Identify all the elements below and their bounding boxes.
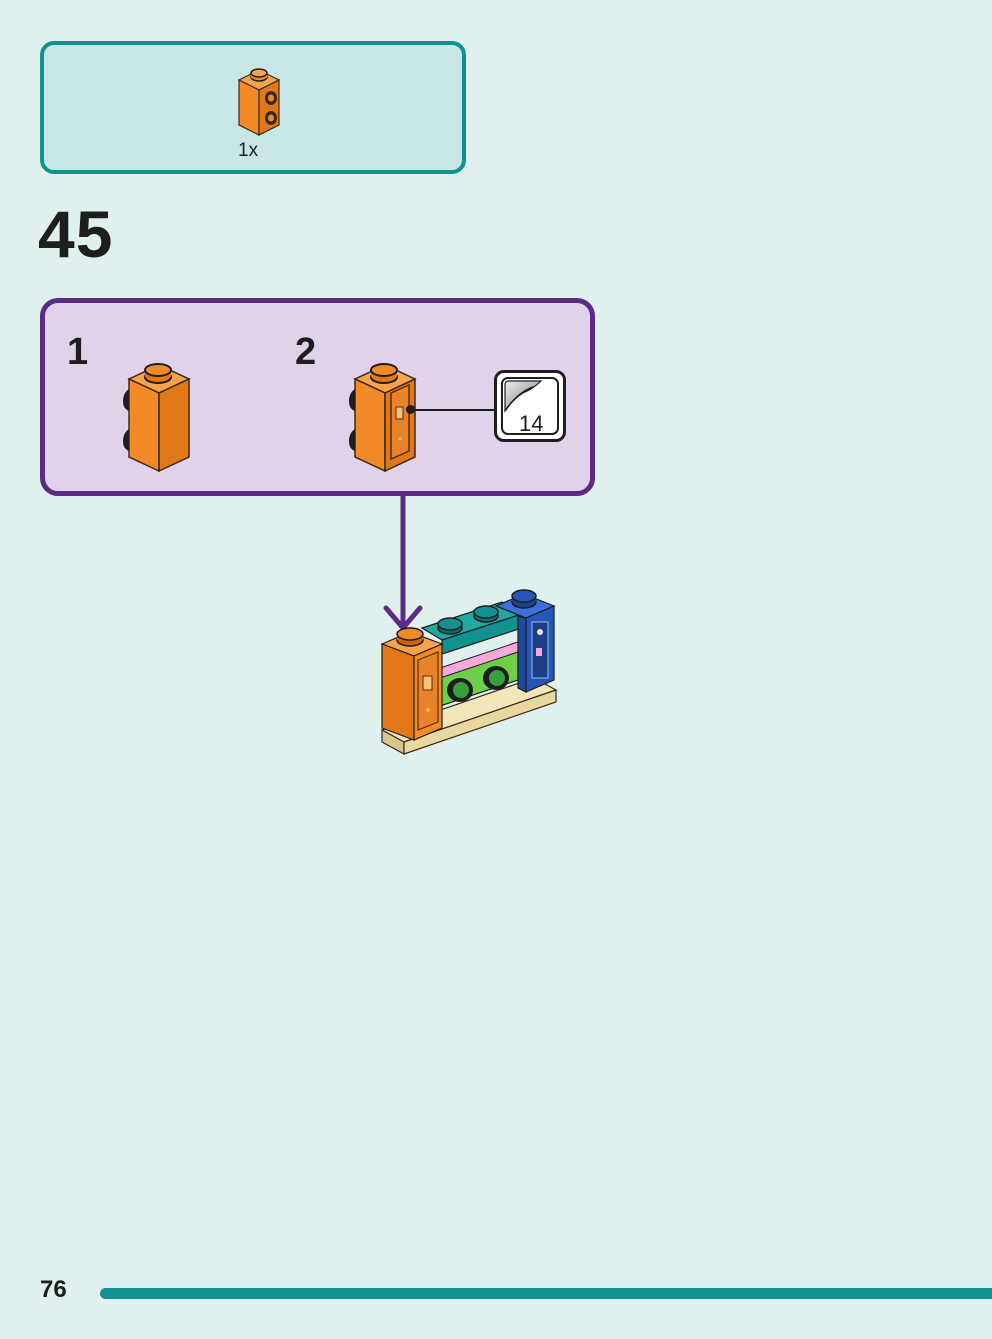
footer-bar xyxy=(100,1288,992,1299)
substep-number-2: 2 xyxy=(295,331,317,373)
sticker-connector-dot xyxy=(406,405,415,414)
substep-callout: 1 2 xyxy=(40,298,595,496)
orange-brick-side-studs-icon xyxy=(237,68,281,136)
page-number: 76 xyxy=(40,1276,67,1303)
orange-brick-icon xyxy=(123,363,191,473)
sticker-connector-line xyxy=(409,409,497,411)
sticker-number: 14 xyxy=(519,411,544,436)
assembled-model-illustration xyxy=(380,589,558,756)
orange-brick-with-sticker-icon xyxy=(349,363,417,473)
substep-number-1: 1 xyxy=(67,331,89,373)
parts-callout: 1x xyxy=(40,41,466,174)
down-arrow-icon xyxy=(383,494,423,631)
sticker-peel-icon xyxy=(504,380,543,413)
sticker-callout: 14 xyxy=(494,370,566,442)
part-quantity: 1x xyxy=(238,140,259,161)
sticker-frame xyxy=(501,377,559,435)
step-number: 45 xyxy=(38,197,114,271)
